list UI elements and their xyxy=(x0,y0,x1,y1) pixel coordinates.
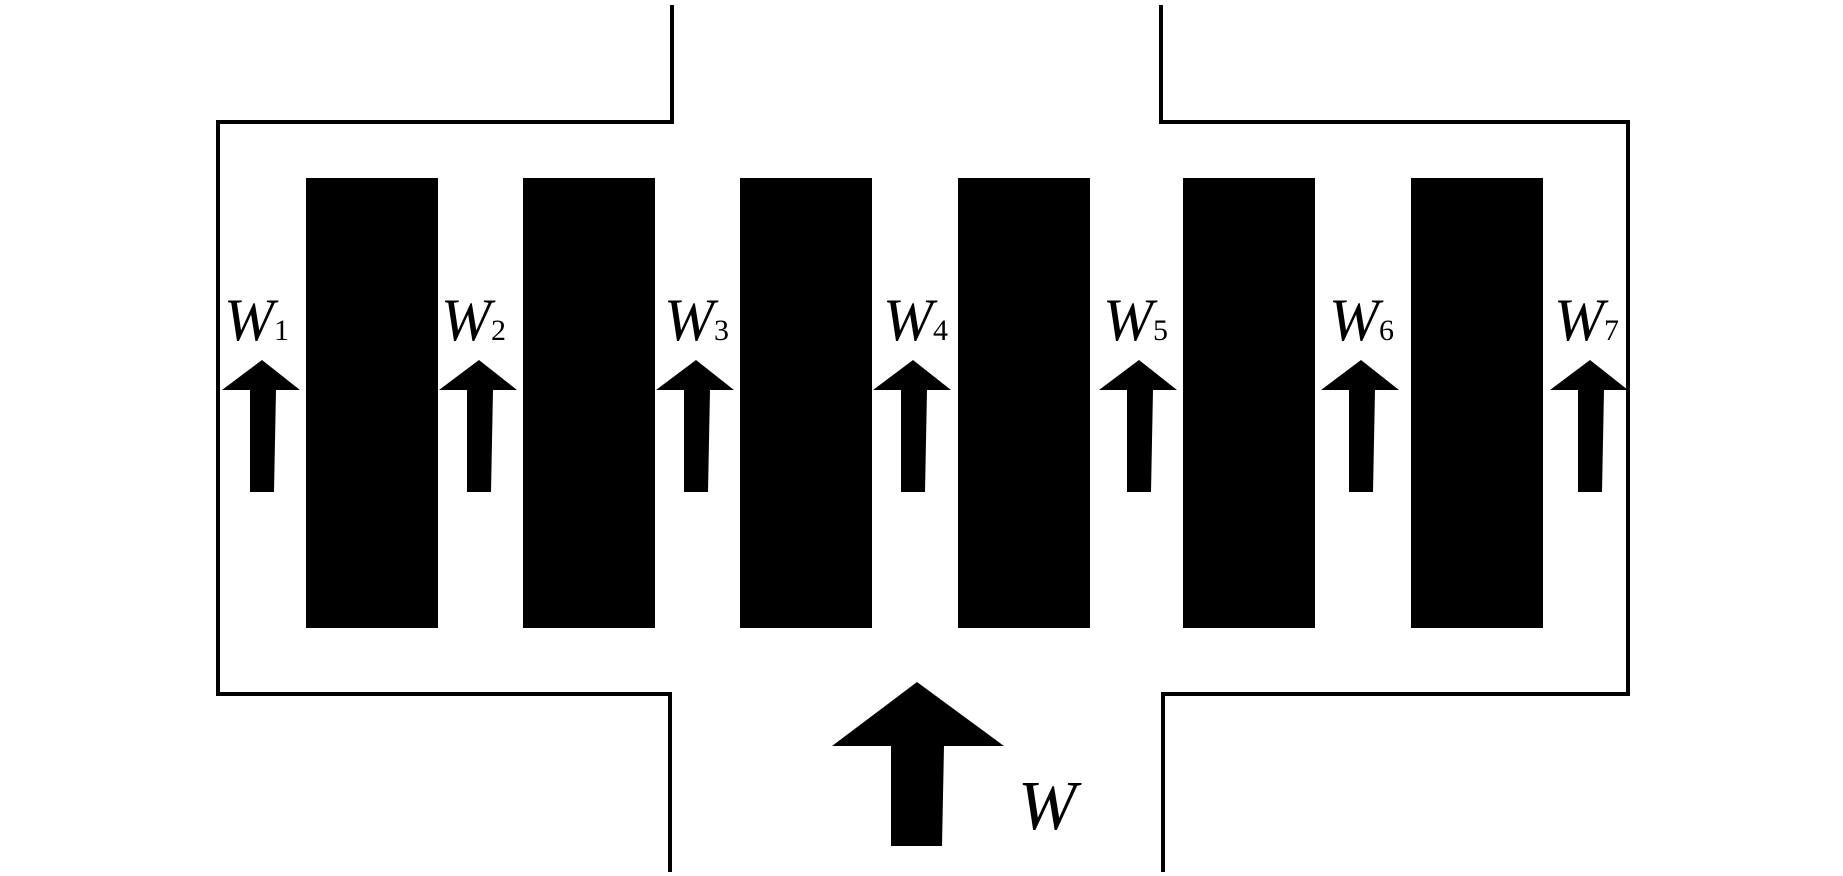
channel-label-6-symbol: W xyxy=(1329,287,1384,353)
inlet-arrow xyxy=(832,682,1004,846)
channel-arrow-7 xyxy=(1550,360,1628,492)
channel-label-3: W3 xyxy=(664,287,729,353)
housing-outline-left xyxy=(216,5,674,872)
channel-arrow-5 xyxy=(1099,360,1177,492)
channel-label-5-symbol: W xyxy=(1103,287,1158,353)
housing-outline-right xyxy=(1159,5,1630,872)
channel-label-5-subscript: 5 xyxy=(1153,314,1168,347)
channel-label-1: W1 xyxy=(224,287,289,353)
channel-arrow-1 xyxy=(222,360,300,492)
channel-label-4-symbol: W xyxy=(883,287,938,353)
block-3 xyxy=(740,178,872,628)
block-6 xyxy=(1411,178,1543,628)
channel-label-1-subscript: 1 xyxy=(274,314,289,347)
channel-label-7: W7 xyxy=(1554,287,1619,353)
block-1 xyxy=(306,178,438,628)
channel-label-5: W5 xyxy=(1103,287,1168,353)
inlet-label: W xyxy=(1018,768,1082,845)
channel-label-2: W2 xyxy=(441,287,506,353)
channel-label-3-symbol: W xyxy=(664,287,719,353)
channel-arrow-2 xyxy=(439,360,517,492)
block-group xyxy=(306,178,1543,628)
channel-label-2-subscript: 2 xyxy=(491,314,506,347)
channel-arrow-6 xyxy=(1321,360,1399,492)
channel-label-6-subscript: 6 xyxy=(1379,314,1394,347)
channel-label-4-subscript: 4 xyxy=(933,314,948,347)
channel-label-group: W1 W2 W3 W4 W5 W6 W7 xyxy=(224,287,1619,353)
block-5 xyxy=(1183,178,1315,628)
channel-label-4: W4 xyxy=(883,287,948,353)
channel-arrow-4 xyxy=(873,360,951,492)
channel-label-7-symbol: W xyxy=(1554,287,1609,353)
channel-label-2-symbol: W xyxy=(441,287,496,353)
block-2 xyxy=(523,178,655,628)
channel-label-6: W6 xyxy=(1329,287,1394,353)
channel-label-7-subscript: 7 xyxy=(1604,314,1619,347)
channel-label-3-subscript: 3 xyxy=(714,314,729,347)
channel-arrow-group xyxy=(222,360,1628,492)
channel-label-1-symbol: W xyxy=(224,287,279,353)
channel-arrow-3 xyxy=(656,360,734,492)
block-4 xyxy=(958,178,1090,628)
